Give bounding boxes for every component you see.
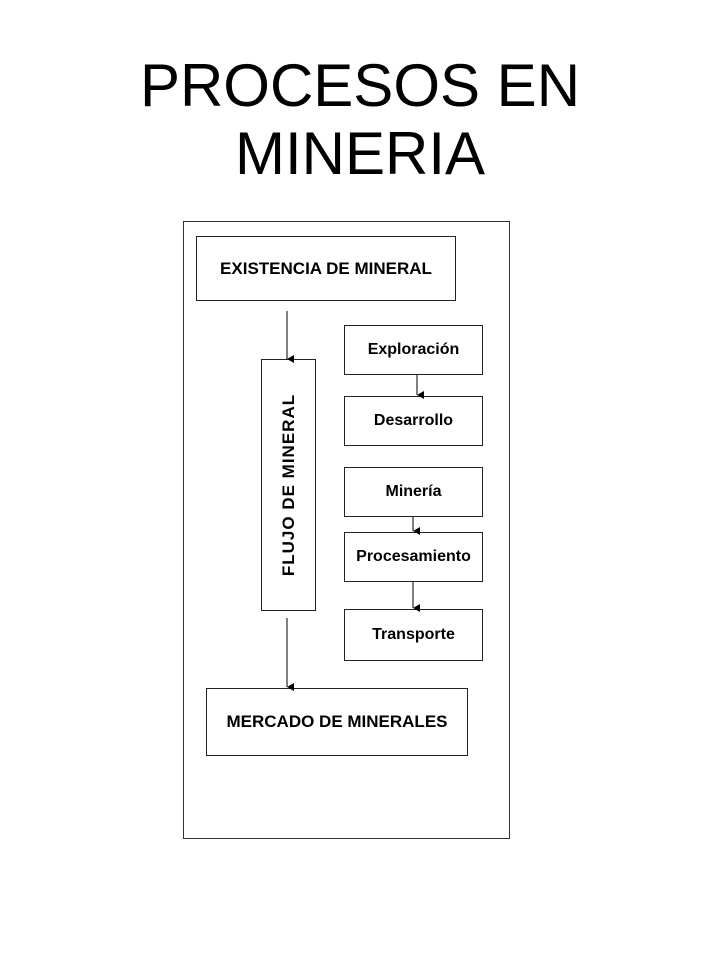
step-procesamiento: Procesamiento xyxy=(344,532,483,582)
page-title: PROCESOS EN MINERIA xyxy=(0,52,720,188)
mercado-box: MERCADO DE MINERALES xyxy=(206,688,468,756)
step-desarrollo-label: Desarrollo xyxy=(373,412,454,429)
flujo-label: FLUJO DE MINERAL xyxy=(278,393,298,577)
step-exploracion: Exploración xyxy=(344,325,483,375)
flujo-box: FLUJO DE MINERAL xyxy=(261,359,316,611)
step-procesamiento-label: Procesamiento xyxy=(356,548,471,565)
step-transporte: Transporte xyxy=(344,609,483,661)
step-desarrollo: Desarrollo xyxy=(344,396,483,446)
title-line-1: PROCESOS EN xyxy=(139,52,581,119)
step-mineria: Minería xyxy=(344,467,483,517)
title-line-2: MINERIA xyxy=(234,120,486,187)
mercado-label: MERCADO DE MINERALES xyxy=(226,712,448,731)
existencia-label: EXISTENCIA DE MINERAL xyxy=(220,258,432,278)
diagram-frame xyxy=(183,221,510,839)
step-transporte-label: Transporte xyxy=(372,626,455,643)
step-mineria-label: Minería xyxy=(385,483,442,500)
existencia-box: EXISTENCIA DE MINERAL xyxy=(196,236,456,301)
step-exploracion-label: Exploración xyxy=(367,341,460,358)
